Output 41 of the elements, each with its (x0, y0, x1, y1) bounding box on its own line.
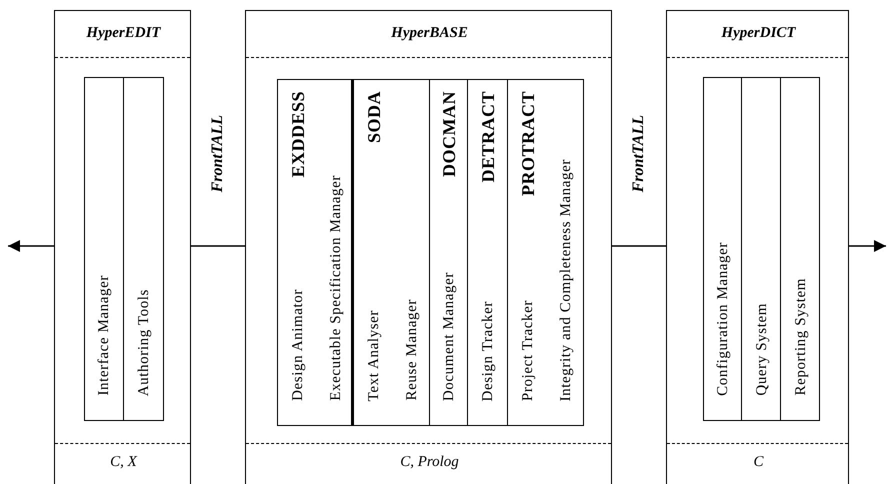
subsystem-name: EXDDESS (289, 91, 307, 178)
component-column (780, 77, 820, 421)
module-panel (245, 10, 612, 484)
component-label: Executable Specification Manager (328, 175, 344, 401)
component-label: Query System (754, 303, 770, 396)
component-column (467, 79, 508, 426)
module-title: HyperDICT (721, 25, 796, 42)
subsystem-name: DOCMAN (440, 91, 458, 177)
module-panel (54, 10, 191, 484)
component-label: Design Animator (290, 289, 306, 401)
component-column (277, 79, 354, 426)
component-label: Project Tracker (520, 300, 536, 401)
component-label: Text Analyser (366, 310, 382, 401)
component-label: Authoring Tools (136, 288, 152, 396)
subsystem-name: PROTRACT (519, 91, 537, 196)
language-label: C (754, 454, 764, 471)
component-column (429, 79, 468, 426)
component-column (741, 77, 781, 421)
component-label: Configuration Manager (715, 242, 731, 396)
component-column (353, 79, 430, 426)
component-label: Reuse Manager (404, 299, 420, 401)
component-label: Integrity and Completeness Manager (558, 158, 574, 401)
connector-line (849, 240, 886, 252)
subsystem-name: DETRACT (479, 91, 497, 183)
module-title: HyperEDIT (86, 25, 161, 42)
module-title: HyperBASE (391, 25, 468, 42)
subsystem-name: SODA (365, 91, 383, 144)
component-label: Document Manager (441, 272, 457, 401)
connector-line (191, 245, 245, 247)
component-label: Interface Manager (96, 275, 112, 396)
component-column (703, 77, 742, 421)
component-column (123, 77, 164, 421)
component-column (84, 77, 124, 421)
module-panel (666, 10, 849, 484)
component-label: Reporting System (793, 278, 809, 396)
language-label: C, Prolog (400, 454, 459, 471)
connector-line (8, 240, 54, 252)
language-label: C, X (110, 454, 137, 471)
component-label: Design Tracker (480, 300, 496, 401)
connector-line (612, 245, 666, 247)
component-column (507, 79, 584, 426)
